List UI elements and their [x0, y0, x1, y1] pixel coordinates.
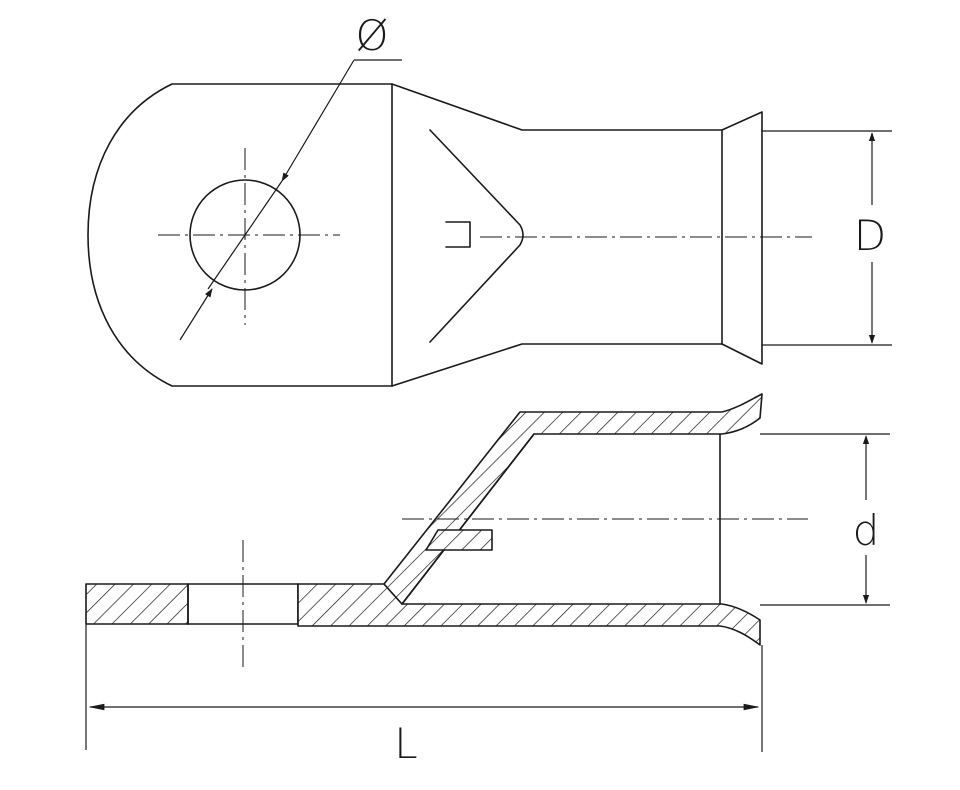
hole-diameter-leader-top [281, 59, 355, 182]
inspection-window-chevron [429, 129, 524, 343]
hole-diameter-leader-through [207, 180, 283, 290]
section-view: d L [85, 393, 890, 768]
stop-tab [425, 529, 493, 551]
top-view: Ø D [87, 11, 892, 387]
hole-diameter-label: Ø [355, 11, 388, 60]
palm-section-left [85, 583, 189, 625]
inclined-wall-inner [401, 433, 535, 605]
inner-diameter-label: d [853, 506, 880, 555]
lug-palm-outline [87, 83, 393, 387]
inspection-notch [445, 221, 471, 248]
hole-diameter-leader-bottom [179, 288, 213, 341]
barrel-flare [721, 111, 763, 365]
outer-diameter-label: D [854, 211, 886, 260]
body-section-top [383, 393, 763, 605]
barrel-taper-outline [391, 83, 723, 387]
body-section-bottom [297, 583, 761, 646]
length-label: L [394, 719, 417, 768]
